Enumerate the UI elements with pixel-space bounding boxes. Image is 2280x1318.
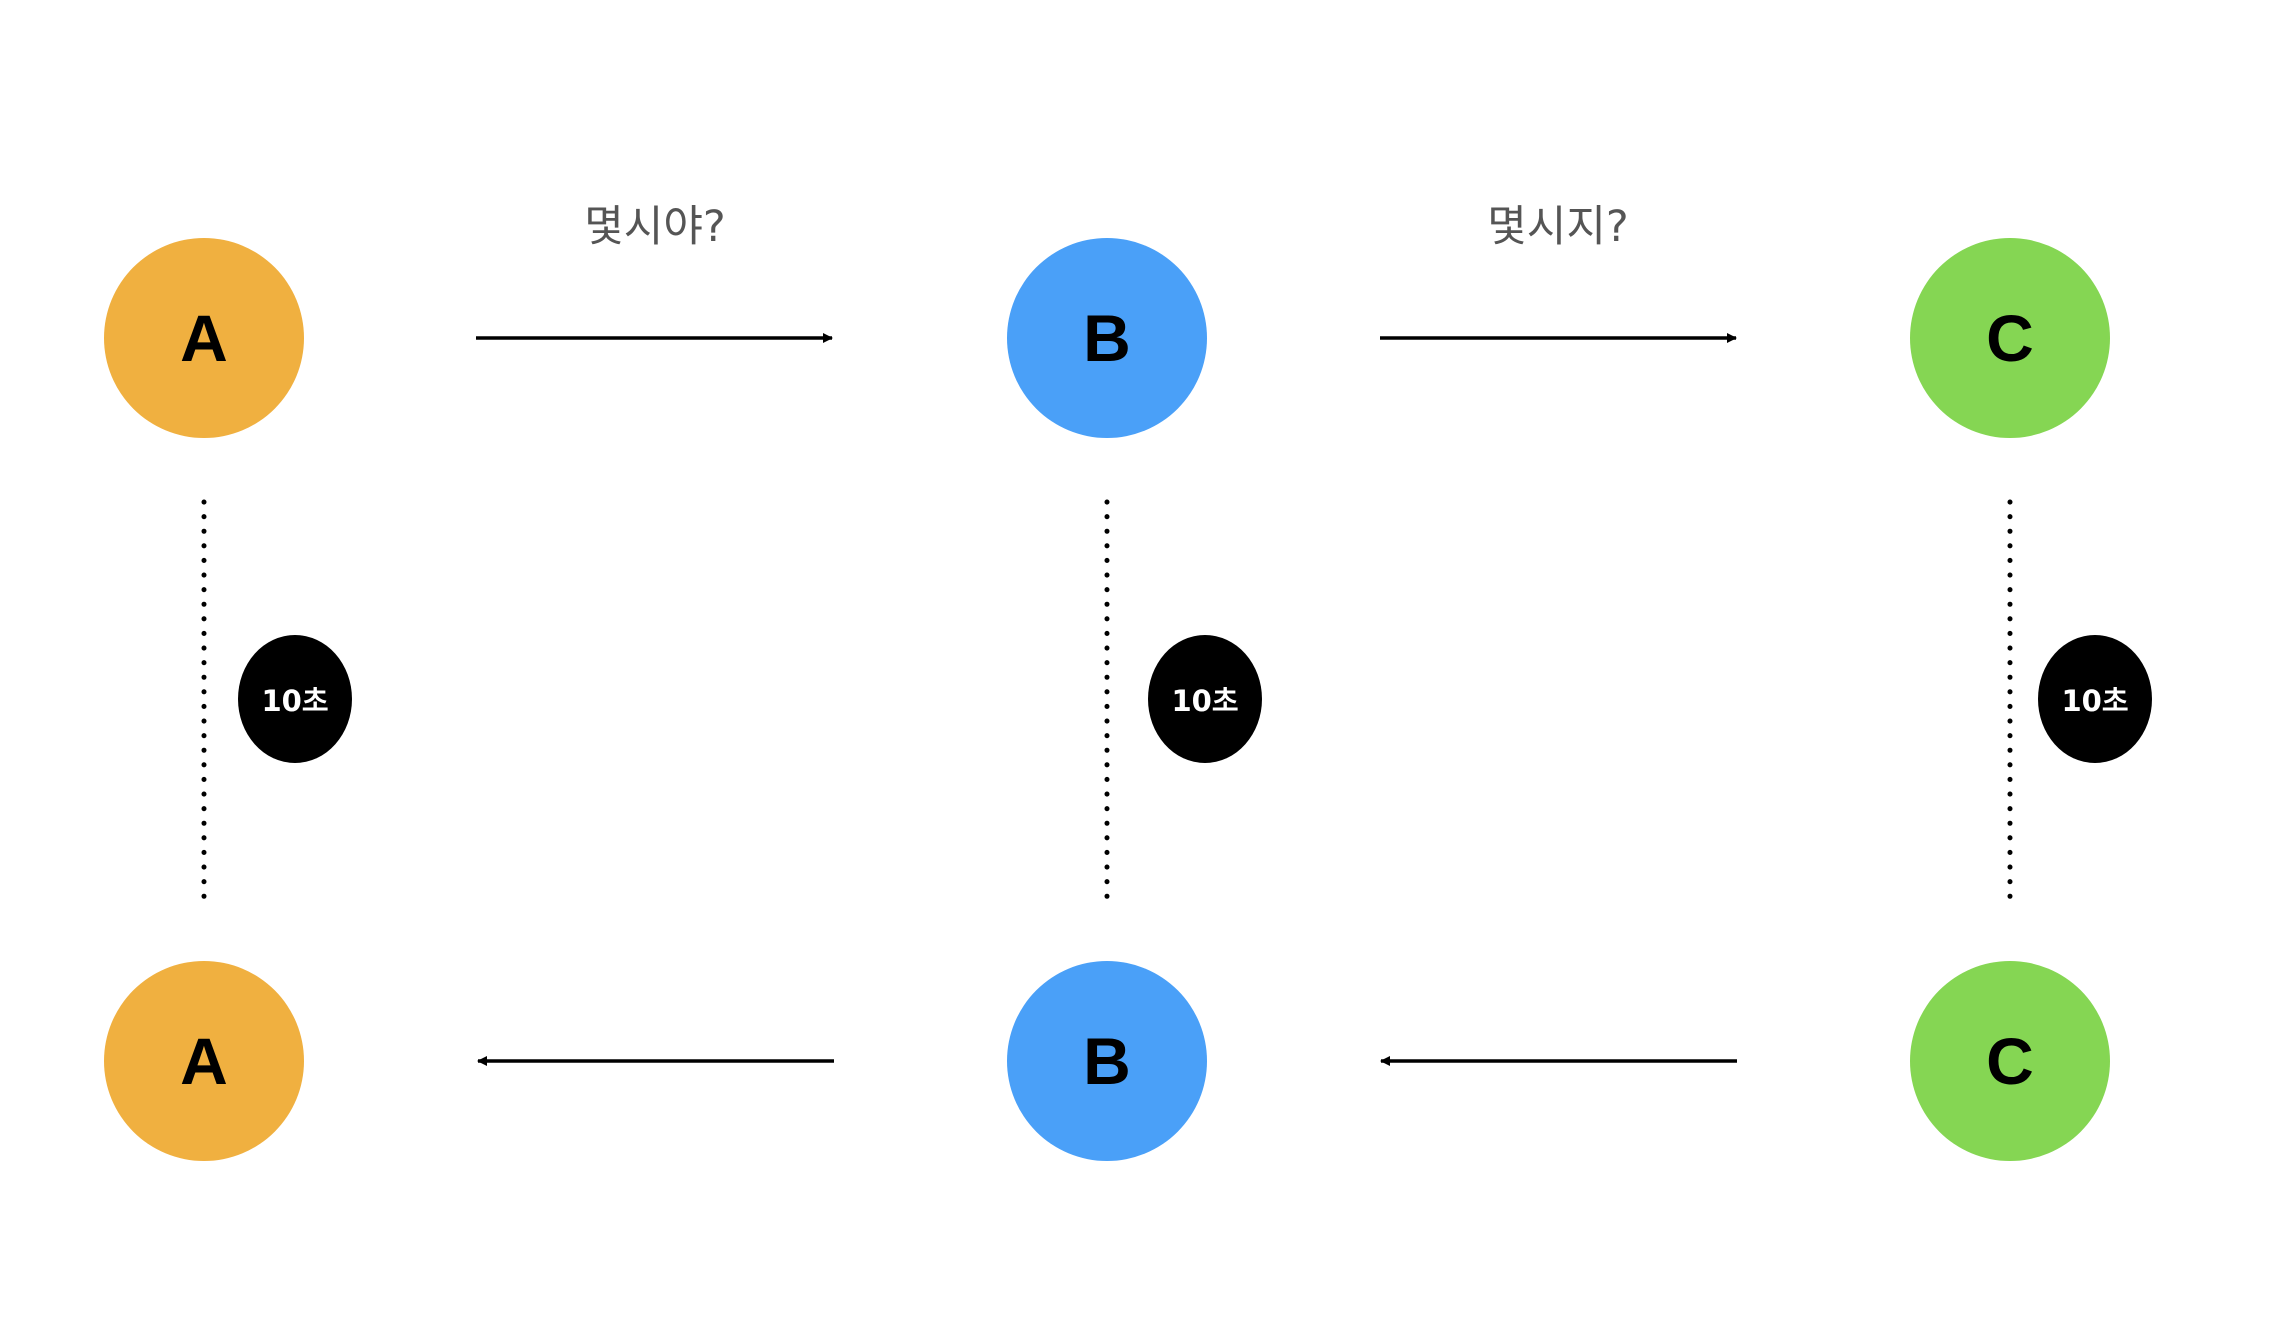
node-c-top: C xyxy=(1910,238,2110,438)
node-b-bottom: B xyxy=(1007,961,1207,1161)
timer-badge-c: 10초 xyxy=(2038,635,2152,763)
timer-badge-b: 10초 xyxy=(1148,635,1262,763)
node-b-top: B xyxy=(1007,238,1207,438)
node-c-bottom: C xyxy=(1910,961,2110,1161)
message-a-to-b: 몇시야? xyxy=(584,202,726,252)
node-a-bottom: A xyxy=(104,961,304,1161)
timer-badge-a: 10초 xyxy=(238,635,352,763)
node-a-top: A xyxy=(104,238,304,438)
message-b-to-c: 몇시지? xyxy=(1487,202,1629,252)
